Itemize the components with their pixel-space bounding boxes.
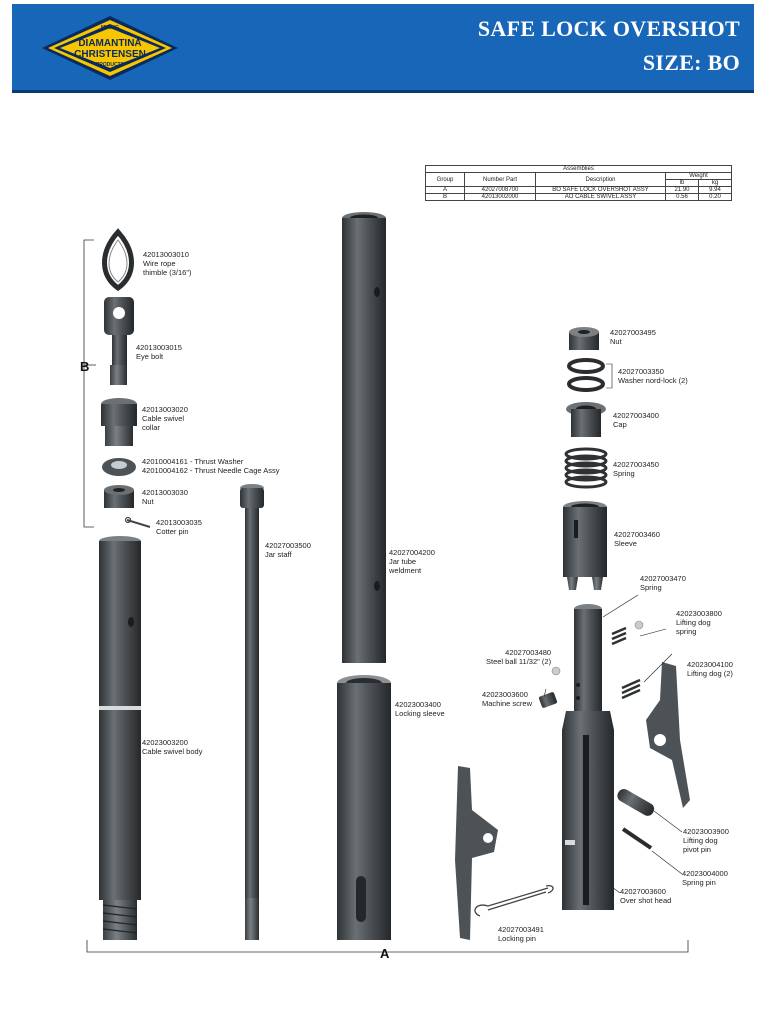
part-label-washer-nord-lock: 42027003350 Washer nord-lock (2): [618, 367, 688, 385]
leader-lines: [543, 363, 683, 894]
sleeve: [563, 501, 607, 590]
logo-line-3: CHRISTENSEN: [74, 49, 146, 60]
group-b-bracket: [83, 239, 96, 528]
part-label-machine-screw: 42023003600 Machine screw: [482, 690, 533, 708]
size-title: SIZE: BO: [642, 50, 740, 75]
part-label-wire-rope-thimble: 42013003010 Wire rope thimble (3/16"): [143, 250, 192, 277]
row-b-kg: 0.20: [698, 193, 732, 201]
assemblies-table: Assemblies Group Number Part Description…: [425, 165, 732, 201]
group-a-label: A: [380, 946, 390, 961]
lifting-dog-left: [455, 766, 498, 940]
steel-ball: [634, 620, 644, 630]
part-label-pivot-pin: 42023003900 Lifting dog pivot pin: [683, 827, 729, 854]
part-label-jar-tube-weldment: 42027004200 Jar tube weldment: [389, 548, 435, 575]
jar-tube-weldment: [342, 212, 386, 663]
table-row: A 42027008700 BO SAFE LOCK OVERSHOT ASSY…: [425, 186, 732, 194]
lifting-dog: [646, 662, 690, 808]
cable-swivel-body: [99, 536, 141, 940]
nut: [104, 485, 134, 508]
part-label-spring-pin: 42023004000 Spring pin: [682, 869, 728, 887]
part-label-nut: 42013003030 Nut: [142, 488, 188, 506]
cap: [566, 402, 606, 437]
wire-rope-thimble: [102, 228, 134, 292]
part-label-thrust-washer: 42010004161 - Thrust Washer 42010004162 …: [142, 457, 280, 475]
over-shot-head: [562, 604, 614, 910]
part-label-eye-bolt: 42013003015 Eye bolt: [136, 343, 182, 361]
part-label-locking-pin: 42027003491 Locking pin: [498, 925, 544, 943]
part-label-lifting-dog: 42023004100 Lifting dog (2): [687, 660, 733, 678]
part-label-locking-sleeve: 42023003400 Locking sleeve: [395, 700, 445, 718]
lifting-dog-pivot-pin: [617, 789, 655, 816]
group-a-bracket: [86, 940, 689, 953]
washer-nord-lock: [567, 358, 605, 392]
nut-top: [569, 327, 599, 350]
part-label-cable-swivel-body: 42023003200 Cable swivel body: [142, 738, 203, 756]
part-label-sleeve: 42027003460 Sleeve: [614, 530, 660, 548]
logo-line-4: PRODUCTS: [96, 62, 125, 68]
steel-ball-2: [551, 666, 561, 676]
part-label-over-shot-head: 42027003600 Over shot head: [620, 887, 672, 905]
part-label-lifting-dog-spring: 42023003800 Lifting dog spring: [676, 609, 722, 636]
part-label-spring-small: 42027003470 Spring: [640, 574, 686, 592]
thrust-washer: [102, 458, 136, 476]
logo-line-1: MINING: [101, 25, 119, 31]
eye-bolt: [104, 297, 134, 385]
part-label-cable-swivel-collar: 42013003020 Cable swivel collar: [142, 405, 188, 432]
page-header: MINING DIAMANTINA CHRISTENSEN PRODUCTS S…: [12, 4, 754, 93]
spring: [564, 447, 608, 489]
cotter-pin: [124, 516, 151, 528]
diamantina-christensen-logo: MINING DIAMANTINA CHRISTENSEN PRODUCTS: [42, 16, 178, 80]
page-title: SAFE LOCK OVERSHOT: [477, 16, 740, 41]
cable-swivel-collar: [101, 398, 137, 446]
machine-screw: [538, 692, 558, 708]
lifting-dog-spring: [621, 678, 641, 700]
part-label-nut-top: 42027003495 Nut: [610, 328, 656, 346]
part-label-cap: 42027003400 Cap: [613, 411, 659, 429]
jar-staff: [240, 484, 264, 940]
logo-line-2: DIAMANTINA: [78, 38, 141, 49]
spring-small: [611, 626, 627, 646]
locking-pin: [474, 884, 554, 917]
table-row: B 42013002000 AO CABLE SWIVEL ASSY 0.56 …: [425, 193, 732, 201]
spring-pin: [621, 827, 653, 850]
part-label-spring: 42027003450 Spring: [613, 460, 659, 478]
group-b-label: B: [80, 359, 90, 374]
part-label-steel-ball: 42027003480 Steel ball 11/32" (2): [486, 648, 552, 666]
part-label-jar-staff: 42027003500 Jar staff: [265, 541, 311, 559]
part-label-cotter-pin: 42013003035 Cotter pin: [156, 518, 202, 536]
locking-sleeve: [337, 675, 391, 940]
